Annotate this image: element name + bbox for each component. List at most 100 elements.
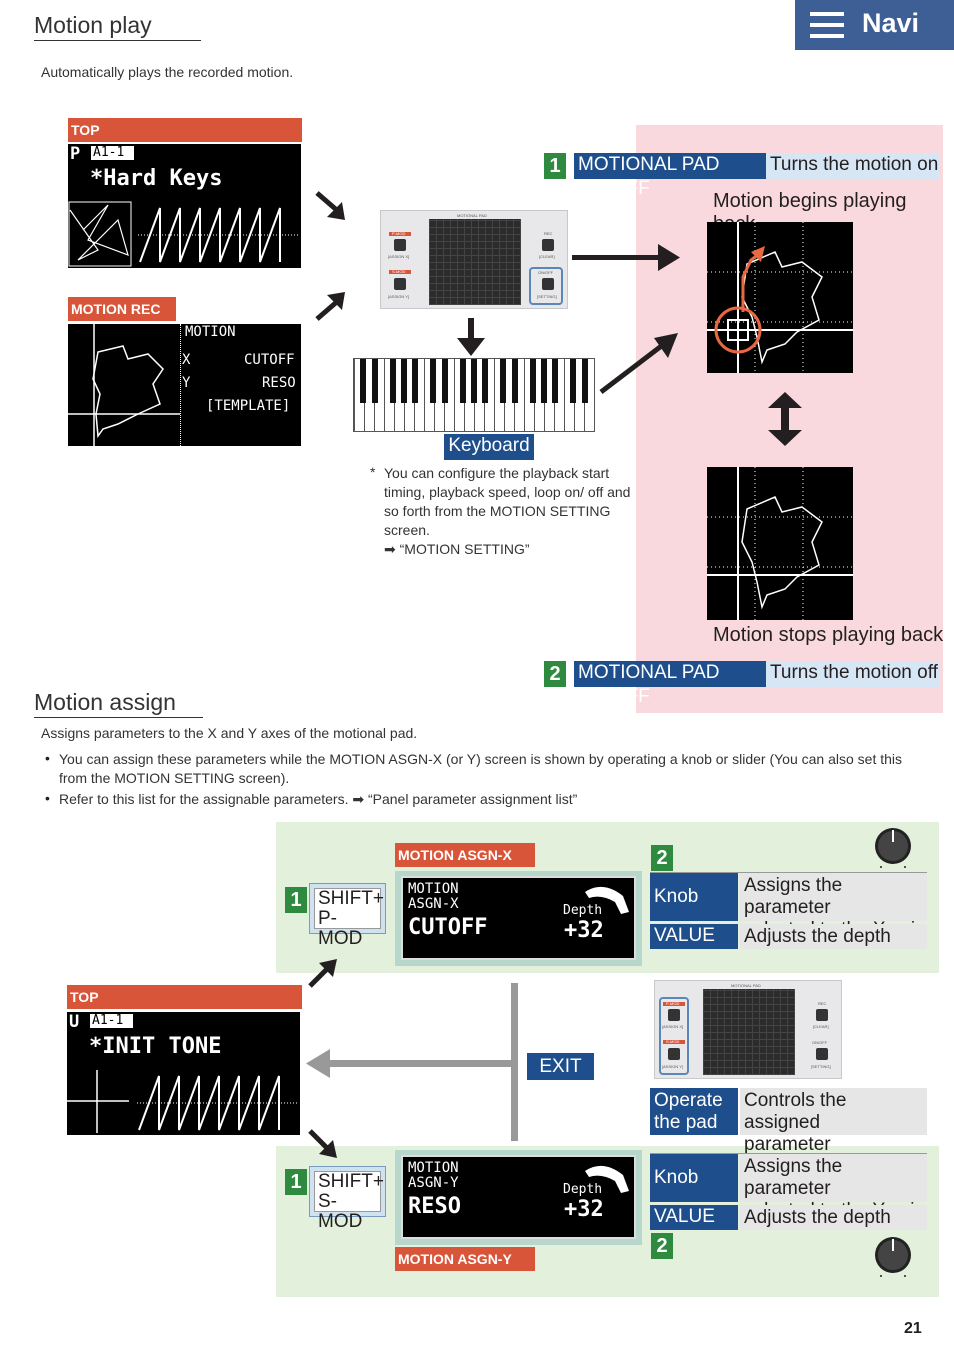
page-number: 21 [904,1320,922,1337]
operate-line: Operate [654,1090,723,1111]
knob-icon [585,1165,629,1193]
shift-pmod-button: SHIFT+ P-MOD [309,883,386,949]
lcd-name: *Hard Keys [90,166,223,191]
step-number: 2 [651,1233,673,1259]
knob-label: Knob [650,873,738,921]
rec-graph [68,324,180,446]
value-label: VALUE [650,1205,738,1230]
onoff-button[interactable] [816,1048,828,1060]
rec-button[interactable] [542,239,554,251]
smod-tag: S-MOD [392,269,406,274]
arrow-icon [457,318,485,356]
operate-pad-desc: Controls the assigned parameter [740,1088,927,1155]
arrow-icon [308,1129,337,1158]
smod-button[interactable] [394,278,406,290]
smod-button[interactable] [668,1048,680,1060]
section-title-motion-play: Motion play [34,12,201,41]
pmod-tag: P-MOD [392,231,406,236]
keyboard-label: Keyboard [444,434,534,460]
onoff-button[interactable] [542,278,554,290]
playing-screen [707,222,853,373]
step-number: 1 [285,887,307,913]
motional-pad-panel: MOTIONAL PAD P-MOD [ASSIGN X] S-MOD [ASS… [380,210,568,309]
pmod-tag: P-MOD [666,1001,680,1006]
stops-playing-caption: Motion stops playing back [713,624,944,646]
rec-y-val: RESO [262,375,296,391]
asgn-y-screen: MOTION ASGN-Y RESO Depth +32 [401,1155,636,1239]
lcd-depth-label: Depth [563,1182,603,1197]
clear-tag: [CLEAR] [539,254,555,259]
lcd-name: *INIT TONE [89,1034,222,1059]
knob-desc: Assigns the parameter selected to the X … [740,873,927,940]
smod-label: S-MOD [318,1191,363,1232]
pmod-button[interactable] [668,1009,680,1021]
lcd-waveform [68,201,300,267]
bullet-mark: • [45,750,50,766]
shift-label: SHIFT+ [318,888,384,909]
lcd-depth-label: Depth [563,903,603,918]
navi-label: Navi [862,8,920,38]
exit-button-label: EXIT [527,1053,594,1080]
lcd-param: RESO [408,1194,461,1219]
knob-desc-line: Assigns the parameter [744,875,843,918]
top-label: TOP [67,985,302,1009]
assign-y-tag: [ASSIGN Y] [388,294,410,299]
top-screen: P A1-1 *Hard Keys [68,144,301,268]
double-arrow-icon [768,392,802,446]
top-label: TOP [68,118,302,142]
stopped-screen [707,467,853,620]
xy-pad[interactable] [429,219,521,305]
rec-x-row: X [182,352,191,368]
arrow-icon [315,292,345,321]
rec-title: MOTION [185,324,236,340]
section-title-motion-assign: Motion assign [34,689,203,718]
rec-button[interactable] [816,1009,828,1021]
xy-pad[interactable] [703,989,795,1075]
arrow-icon [599,333,678,394]
pad-title: MOTIONAL PAD [457,213,487,218]
lcd-waveform [67,1070,299,1133]
operate-line: the pad [654,1112,718,1133]
rec-y-row: Y [182,375,191,391]
rec-tag: REC [544,231,553,236]
assign-x-tag: [ASSIGN X] [388,254,410,259]
lcd-line: MOTION [408,1160,459,1176]
bullet-text[interactable]: Refer to this list for the assignable pa… [59,791,578,807]
step-number: 1 [285,1169,307,1195]
setting-tag: [SETTING] [811,1064,831,1069]
navi-button[interactable]: Navi [795,0,954,50]
knob-desc: Assigns the parameter selected to the Y … [740,1154,927,1221]
pmod-label: P-MOD [318,908,363,949]
knob-icon [875,1237,911,1277]
lcd-patch: A1-1 [90,1014,134,1028]
knob-icon [585,886,629,914]
menu-icon [810,12,844,38]
motion-setting-link[interactable]: ➡ “MOTION SETTING” [384,541,530,557]
knob-desc-line: Assigns the parameter [744,1156,843,1199]
shift-smod-button: SHIFT+ S-MOD [309,1166,386,1232]
top-screen: U A1-1 *INIT TONE [67,1012,300,1135]
operate-desc-line: Controls the assigned [744,1090,847,1133]
keyboard-graphic [353,358,595,432]
assign-x-tag: [ASSIGN X] [662,1024,684,1029]
onoff-tag: ON/OFF [812,1040,828,1045]
motion-asgn-y-label: MOTION ASGN-Y [395,1247,535,1271]
lcd-depth-value: +32 [564,1197,604,1222]
turn-motion-off: Turns the motion off [766,661,939,687]
step-number: 2 [651,845,673,871]
motion-asgn-x-label: MOTION ASGN-X [395,843,535,867]
lcd-line: MOTION [408,881,459,897]
shift-label: SHIFT+ [318,1171,384,1192]
lcd-mode: U [69,1012,80,1032]
operate-pad-label: Operate the pad [650,1088,738,1135]
motional-pad-onoff-button: MOTIONAL PAD ON/OFF [574,153,766,199]
arrow-icon [308,959,337,988]
pmod-button[interactable] [394,239,406,251]
value-desc: Adjusts the depth [740,924,927,949]
clear-tag: [CLEAR] [813,1024,829,1029]
value-desc: Adjusts the depth [740,1205,927,1230]
rec-x-val: CUTOFF [244,352,295,368]
rec-template: [TEMPLATE] [206,398,291,414]
asgn-x-screen: MOTION ASGN-X CUTOFF Depth +32 [401,876,636,960]
motion-assign-description: Assigns parameters to the X and Y axes o… [41,725,418,741]
